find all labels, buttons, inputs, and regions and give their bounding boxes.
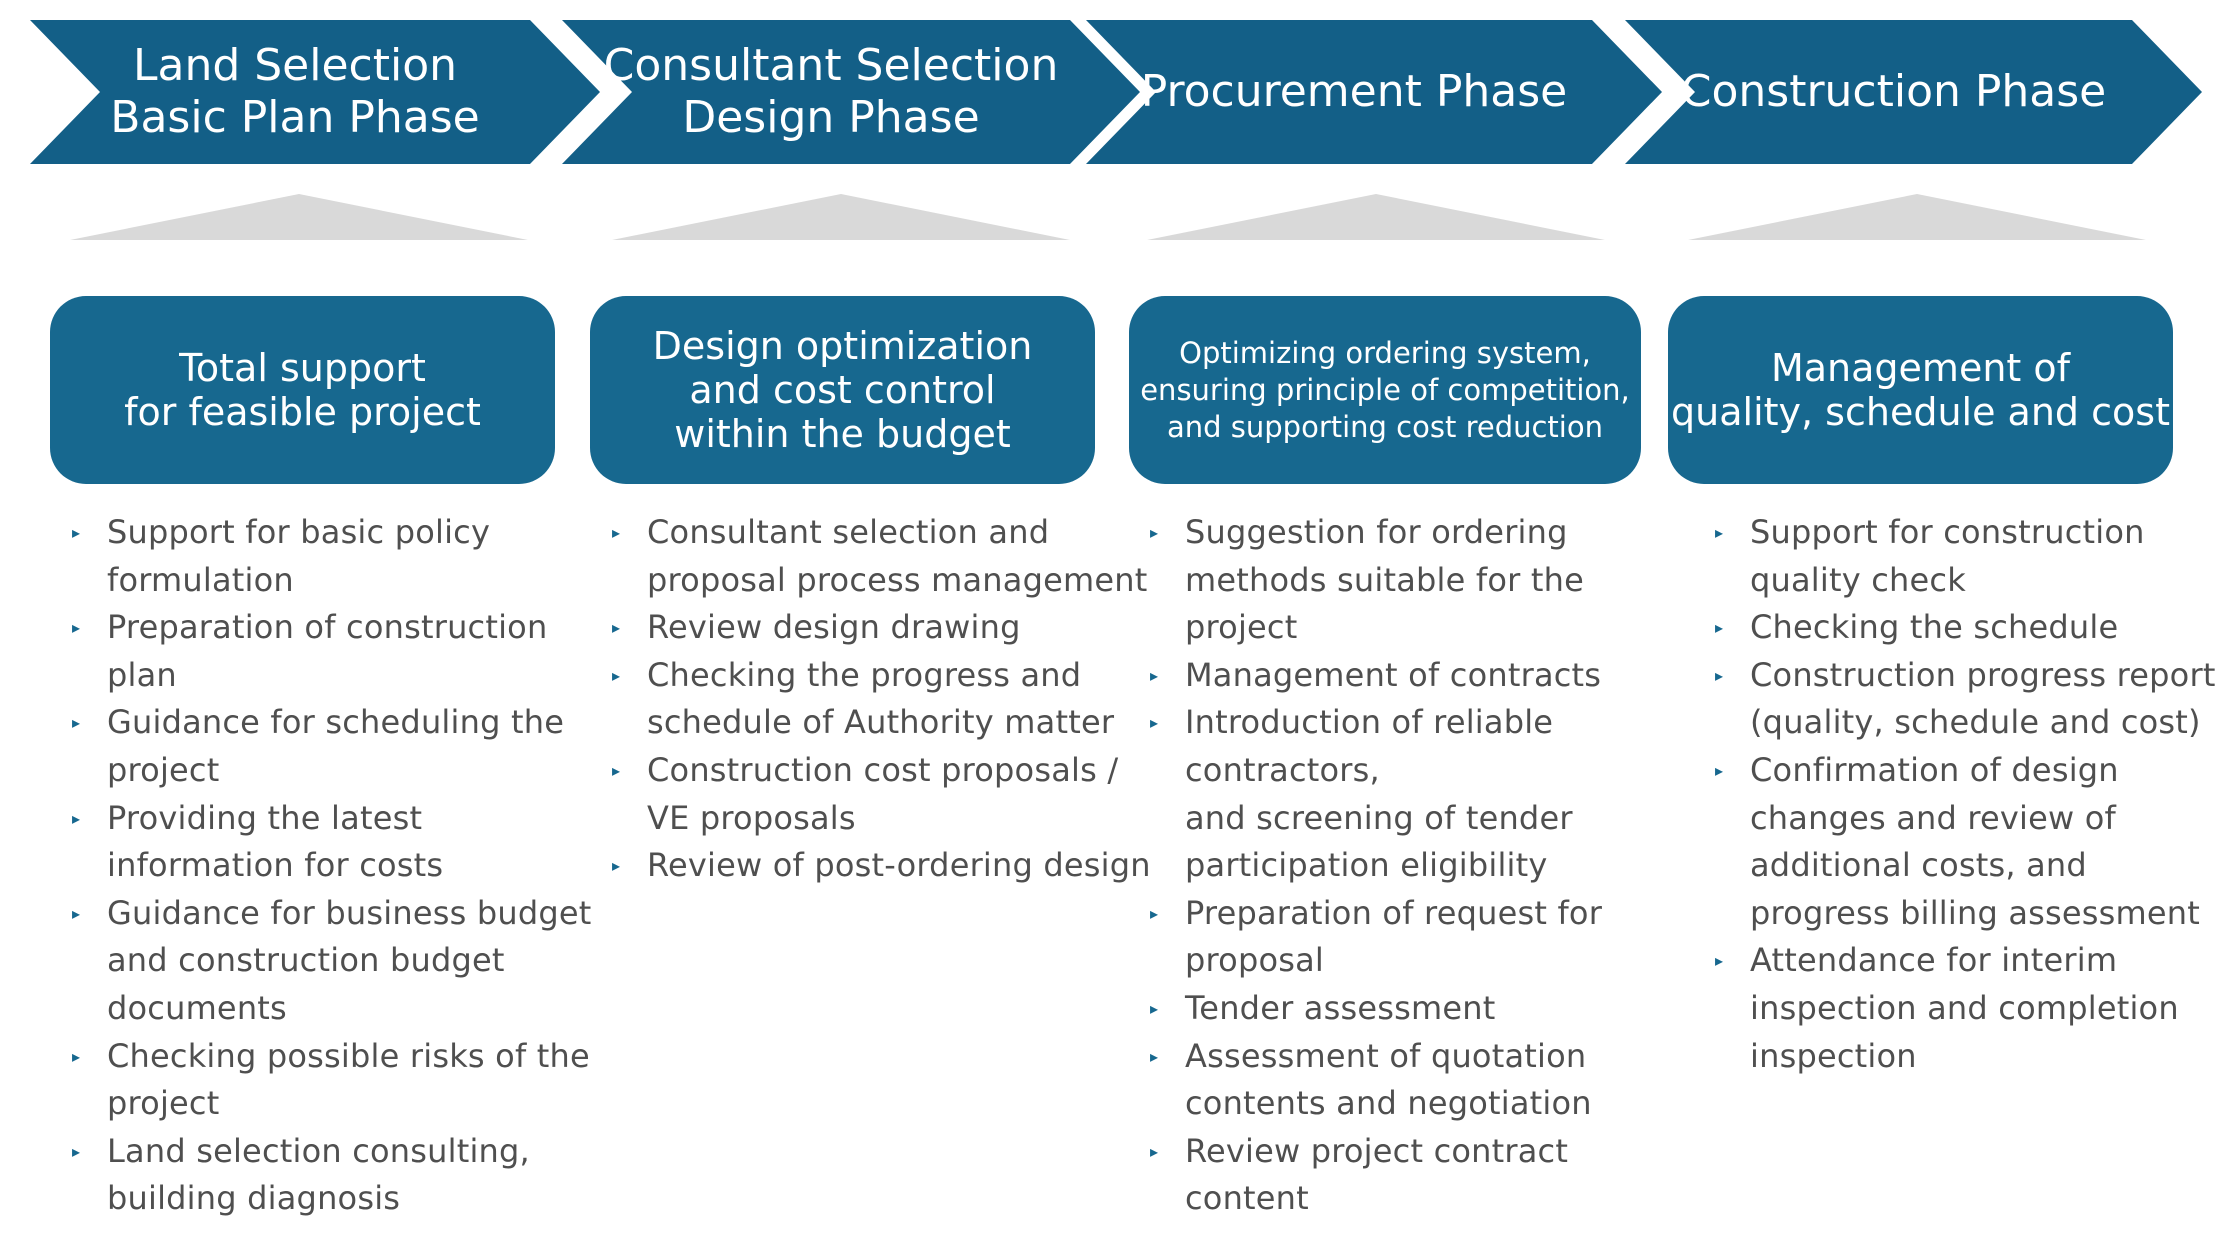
list-item: ▸Land selection consulting,building diag…	[72, 1128, 572, 1223]
summary-line: Management of	[1770, 346, 2071, 390]
list-item: ▸Management of contracts	[1150, 652, 1670, 700]
summary-line: Total support	[179, 346, 426, 390]
triangle-shape	[1688, 194, 2146, 240]
bullet-arrow-icon: ▸	[612, 665, 621, 685]
bullet-arrow-icon: ▸	[1150, 903, 1159, 923]
chevron-arrow-shape	[1086, 20, 1662, 164]
list-item: ▸Review design drawing	[612, 604, 1132, 652]
bullet-arrow-icon: ▸	[612, 523, 621, 542]
bullet-arrow-icon: ▸	[1150, 998, 1159, 1018]
chevron-arrow-shape	[1625, 20, 2202, 164]
summary-box-4: Management of quality, schedule and cost	[1668, 296, 2173, 484]
summary-line: and supporting cost reduction	[1167, 409, 1603, 444]
bullet-arrow-icon: ▸	[1150, 1046, 1159, 1066]
phase-arrow-1: Land Selection Basic Plan Phase	[30, 20, 600, 164]
summary-line: Optimizing ordering system,	[1179, 335, 1591, 370]
bullet-arrow-icon: ▸	[1150, 665, 1159, 685]
triangle-shape	[70, 194, 528, 240]
phase-arrow-4: Construction Phase	[1625, 20, 2202, 164]
summary-line: for feasible project	[124, 390, 481, 434]
list-item: ▸Checking the schedule	[1715, 604, 2215, 652]
connector-triangle-1	[70, 194, 528, 240]
bullet-arrow-icon: ▸	[1150, 523, 1159, 542]
connector-triangle-3	[1147, 194, 1605, 240]
phase-arrow-2: Consultant Selection Design Phase	[562, 20, 1140, 164]
list-item: ▸Construction progress report(quality, s…	[1715, 652, 2215, 747]
chevron-arrow-shape	[562, 20, 1140, 164]
summary-box-3: Optimizing ordering system, ensuring pri…	[1129, 296, 1641, 484]
bullet-arrow-icon: ▸	[72, 1141, 81, 1161]
triangle-shape	[1147, 194, 1605, 240]
bullet-arrow-icon: ▸	[612, 856, 621, 876]
bullet-arrow-icon: ▸	[72, 903, 81, 923]
bullet-arrow-icon: ▸	[1715, 760, 1724, 780]
summary-box-2: Design optimization and cost control wit…	[590, 296, 1095, 484]
bullet-arrow-icon: ▸	[1150, 1141, 1159, 1161]
phase-title-line: Construction Phase	[1680, 66, 2107, 117]
bullet-arrow-icon: ▸	[1715, 951, 1724, 971]
list-item: ▸Tender assessment	[1150, 985, 1670, 1033]
phase-title-line: Design Phase	[682, 92, 980, 143]
summary-line: and cost control	[689, 368, 996, 412]
triangle-shape	[612, 194, 1070, 240]
bullet-arrow-icon: ▸	[1715, 665, 1724, 685]
summary-line: within the budget	[674, 412, 1011, 456]
bullet-arrow-icon: ▸	[72, 713, 81, 733]
connector-triangle-4	[1688, 194, 2146, 240]
bullet-arrow-icon: ▸	[72, 618, 81, 638]
bullet-arrow-icon: ▸	[612, 760, 621, 780]
bullet-arrow-icon: ▸	[72, 523, 81, 542]
bullet-arrow-icon: ▸	[1715, 523, 1724, 542]
phase-arrow-3: Procurement Phase	[1086, 20, 1662, 164]
summary-line: quality, schedule and cost	[1671, 390, 2170, 434]
bullet-arrow-icon: ▸	[72, 808, 81, 828]
phase-title-line: Land Selection	[132, 40, 458, 91]
summary-line: ensuring principle of competition,	[1140, 372, 1630, 407]
bullet-arrow-icon: ▸	[612, 618, 621, 638]
list-item: ▸Construction cost proposals /VE proposa…	[612, 747, 1132, 842]
phase-title-line: Procurement Phase	[1140, 66, 1568, 117]
list-item: ▸Review of post-ordering design	[612, 842, 1151, 890]
bullet-arrow-icon: ▸	[1715, 618, 1724, 638]
phase-title-line: Consultant Selection	[603, 40, 1059, 91]
summary-line: Design optimization	[652, 324, 1033, 368]
bullet-arrow-icon: ▸	[72, 1046, 81, 1066]
chevron-arrow-shape	[30, 20, 600, 164]
bullet-arrow-icon: ▸	[1150, 713, 1159, 733]
connector-triangle-2	[612, 194, 1070, 240]
summary-box-1: Total support for feasible project	[50, 296, 555, 484]
phase-title-line: Basic Plan Phase	[110, 92, 480, 143]
